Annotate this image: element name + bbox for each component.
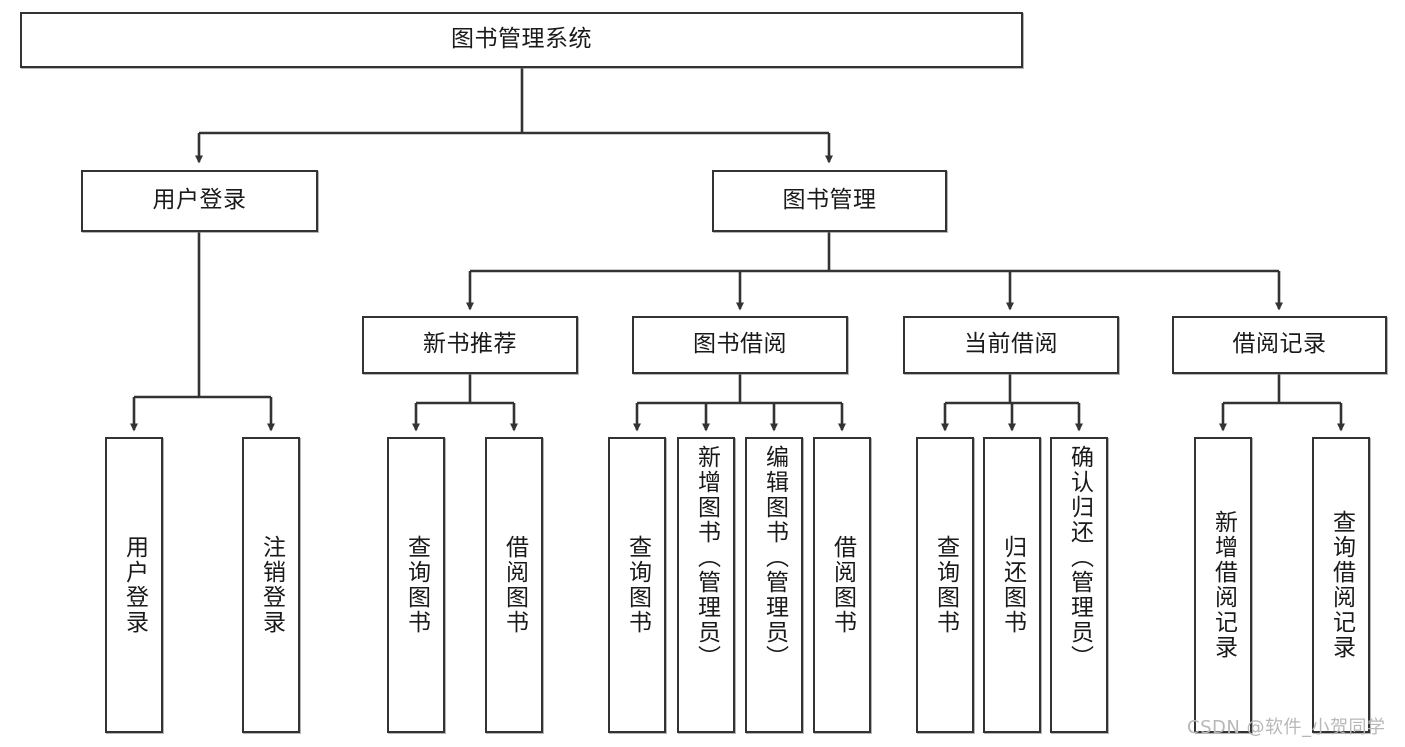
node-user-login-label: 用户登录 — [152, 187, 247, 214]
leaf-return-book-label: 归还图书 — [999, 535, 1026, 635]
leaf-borrow-book-2[interactable]: 借阅图书 — [813, 437, 871, 733]
node-book-management-label: 图书管理 — [782, 187, 877, 214]
node-new-book-recommendation-label: 新书推荐 — [423, 331, 517, 358]
node-root[interactable]: 图书管理系统 — [20, 12, 1023, 68]
leaf-add-borrow-record-label: 新增借阅记录 — [1210, 510, 1237, 660]
leaf-query-borrow-record[interactable]: 查询借阅记录 — [1312, 437, 1370, 733]
leaf-add-borrow-record[interactable]: 新增借阅记录 — [1194, 437, 1252, 733]
leaf-user-login[interactable]: 用户登录 — [105, 437, 163, 733]
node-user-login[interactable]: 用户登录 — [81, 170, 318, 232]
leaf-query-book-2[interactable]: 查询图书 — [608, 437, 666, 733]
leaf-query-book-3-label: 查询图书 — [932, 535, 959, 635]
node-borrow-record[interactable]: 借阅记录 — [1172, 316, 1387, 374]
node-root-label: 图书管理系统 — [451, 26, 592, 53]
leaf-query-borrow-record-label: 查询借阅记录 — [1328, 510, 1355, 660]
leaf-edit-book-label: 编辑图书（管理员） — [761, 445, 788, 670]
leaf-return-book[interactable]: 归还图书 — [983, 437, 1041, 733]
watermark-text: CSDN @软件_小贺同学 — [1187, 717, 1386, 738]
leaf-add-book[interactable]: 新增图书（管理员） — [677, 437, 735, 733]
leaf-logout[interactable]: 注销登录 — [242, 437, 300, 733]
leaf-query-book-1-label: 查询图书 — [403, 535, 430, 635]
node-book-borrow-label: 图书借阅 — [693, 331, 787, 358]
node-current-borrow-label: 当前借阅 — [964, 331, 1058, 358]
leaf-query-book-3[interactable]: 查询图书 — [916, 437, 974, 733]
node-book-borrow[interactable]: 图书借阅 — [632, 316, 848, 374]
leaf-user-login-label: 用户登录 — [121, 535, 148, 635]
node-borrow-record-label: 借阅记录 — [1232, 331, 1327, 358]
node-new-book-recommendation[interactable]: 新书推荐 — [362, 316, 578, 374]
leaf-add-book-label: 新增图书（管理员） — [693, 445, 720, 670]
node-book-management[interactable]: 图书管理 — [712, 170, 947, 232]
leaf-query-book-1[interactable]: 查询图书 — [387, 437, 445, 733]
leaf-logout-label: 注销登录 — [258, 535, 285, 635]
node-current-borrow[interactable]: 当前借阅 — [903, 316, 1119, 374]
leaf-borrow-book-2-label: 借阅图书 — [829, 535, 856, 635]
leaf-edit-book[interactable]: 编辑图书（管理员） — [745, 437, 803, 733]
leaf-confirm-return[interactable]: 确认归还（管理员） — [1050, 437, 1108, 733]
leaf-confirm-return-label: 确认归还（管理员） — [1066, 445, 1093, 670]
leaf-borrow-book-1-label: 借阅图书 — [501, 535, 528, 635]
leaf-borrow-book-1[interactable]: 借阅图书 — [485, 437, 543, 733]
leaf-query-book-2-label: 查询图书 — [624, 535, 651, 635]
